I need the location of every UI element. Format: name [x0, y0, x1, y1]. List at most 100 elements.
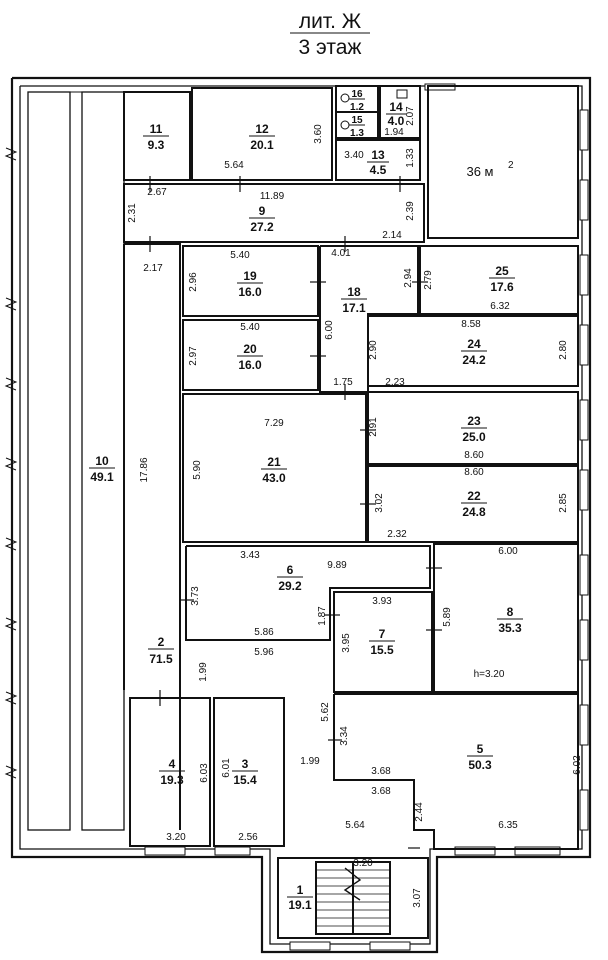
room-12-area: 20.1: [250, 138, 274, 152]
room-19-number: 19: [243, 269, 257, 283]
room-15-number: 15: [351, 115, 363, 126]
room-25-area: 17.6: [490, 280, 514, 294]
room-20-area: 16.0: [238, 358, 262, 372]
room-11-area: 9.3: [148, 138, 165, 152]
room-6-area: 29.2: [278, 579, 302, 593]
door-marks: [149, 176, 442, 849]
room-10-number: 10: [95, 454, 109, 468]
room-16-number: 16: [351, 89, 363, 100]
dimension-label: 3.34: [339, 726, 350, 746]
dimension-label: 3.07: [412, 888, 423, 908]
dimension-label: 3.60: [313, 124, 324, 144]
dimension-label: 5.90: [192, 460, 203, 480]
dimension-label: 8.60: [464, 450, 484, 461]
area-note-superscript: 2: [508, 160, 514, 171]
room-23-number: 23: [467, 414, 481, 428]
dimension-label: 6.35: [498, 820, 518, 831]
break-marks: [4, 147, 18, 779]
plan-title-building: лит. Ж: [299, 10, 362, 33]
dimension-label: 2.56: [238, 832, 258, 843]
dimension-label: 3.68: [371, 766, 391, 777]
room-24-number: 24: [467, 337, 481, 351]
dimension-label: 2.23: [385, 377, 405, 388]
dimension-label: 3.68: [371, 786, 391, 797]
dimension-label: 2.96: [188, 272, 199, 292]
dimension-label: 1.75: [333, 377, 353, 388]
room-labels: 1 19.1 2 71.5 3 15.4 4 19.3 5 50.3 6 29.…: [89, 89, 523, 912]
room-15-area: 1.3: [350, 128, 364, 139]
room-2-area: 71.5: [149, 652, 173, 666]
dimension-label: 5.64: [345, 820, 365, 831]
dimension-label: 2.32: [387, 529, 407, 540]
dimension-label: 1.33: [405, 148, 416, 168]
dimension-label: 2.31: [127, 203, 138, 223]
room-5-number: 5: [477, 742, 484, 756]
room-13-area: 4.5: [370, 163, 387, 177]
room-19-area: 16.0: [238, 285, 262, 299]
dimension-label: 9.89: [327, 560, 347, 571]
dimension-label: 2.94: [403, 268, 414, 288]
dimension-label: 5.64: [224, 160, 244, 171]
dimension-label: 3.02: [374, 493, 385, 513]
dimension-label: 2.17: [143, 263, 163, 274]
room-3-number: 3: [242, 757, 249, 771]
room-8-area: 35.3: [498, 621, 522, 635]
dimension-label: 17.86: [139, 457, 150, 482]
room-walls: [123, 85, 579, 939]
dimension-label: 2.44: [414, 802, 425, 822]
dimension-label: 3.93: [372, 596, 392, 607]
dimension-label: 5.89: [442, 607, 453, 627]
dimension-label: 6.32: [490, 301, 510, 312]
dimension-label: 1.94: [384, 127, 404, 138]
room-7-area: 15.5: [370, 643, 394, 657]
corridor-10: [27, 91, 125, 831]
room-22-area: 24.8: [462, 505, 486, 519]
room-10-area: 49.1: [90, 470, 114, 484]
room-25-number: 25: [495, 264, 509, 278]
dimension-label: 2.39: [405, 201, 416, 221]
room-22-number: 22: [467, 489, 481, 503]
dimension-label: 6.00: [324, 320, 335, 340]
room-4-area: 19.3: [160, 773, 184, 787]
dimension-label: 5.62: [320, 702, 331, 722]
dimension-label: 5.40: [230, 250, 250, 261]
room-4-number: 4: [169, 757, 176, 771]
room-1-number: 1: [297, 883, 304, 897]
room-2-number: 2: [158, 635, 165, 649]
room-13-number: 13: [371, 148, 385, 162]
dimension-label: 2.07: [405, 106, 416, 126]
dimension-label: 1.87: [317, 606, 328, 626]
dimension-label: 2.85: [558, 493, 569, 513]
room-1-area: 19.1: [288, 898, 312, 912]
room-18-number: 18: [347, 285, 361, 299]
room-5-area: 50.3: [468, 758, 492, 772]
room-18-area: 17.1: [342, 301, 366, 315]
dimension-label: 2.90: [368, 340, 379, 360]
room-20-number: 20: [243, 342, 257, 356]
dimension-label: 4.01: [331, 248, 351, 259]
dimension-label: 3.73: [190, 586, 201, 606]
dimension-label: 3.20: [353, 858, 373, 869]
dimension-label: 3.95: [341, 633, 352, 653]
room-21-number: 21: [267, 455, 281, 469]
dimension-labels: 3.60 5.64 2.07 1.94 3.40 1.33 2.67 11.89…: [127, 106, 583, 908]
dimension-label: 1.99: [198, 662, 209, 682]
dimension-label: 8.58: [461, 319, 481, 330]
stair-treads: [316, 867, 390, 927]
area-note: 36 м: [466, 164, 493, 179]
dimension-label: 7.29: [264, 418, 284, 429]
room-23-area: 25.0: [462, 430, 486, 444]
dimension-label: 6.02: [572, 755, 583, 775]
dimension-label: 11.89: [260, 191, 285, 202]
room-6-number: 6: [287, 563, 294, 577]
room-12-number: 12: [255, 122, 269, 136]
height-note: h=3.20: [474, 669, 505, 680]
room-16-area: 1.2: [350, 102, 364, 113]
dimension-label: 3.40: [344, 150, 364, 161]
room-3-area: 15.4: [233, 773, 257, 787]
dimension-label: 2.14: [382, 230, 402, 241]
room-11-number: 11: [150, 122, 163, 136]
room-21-area: 43.0: [262, 471, 286, 485]
dimension-label: 3.20: [166, 832, 186, 843]
